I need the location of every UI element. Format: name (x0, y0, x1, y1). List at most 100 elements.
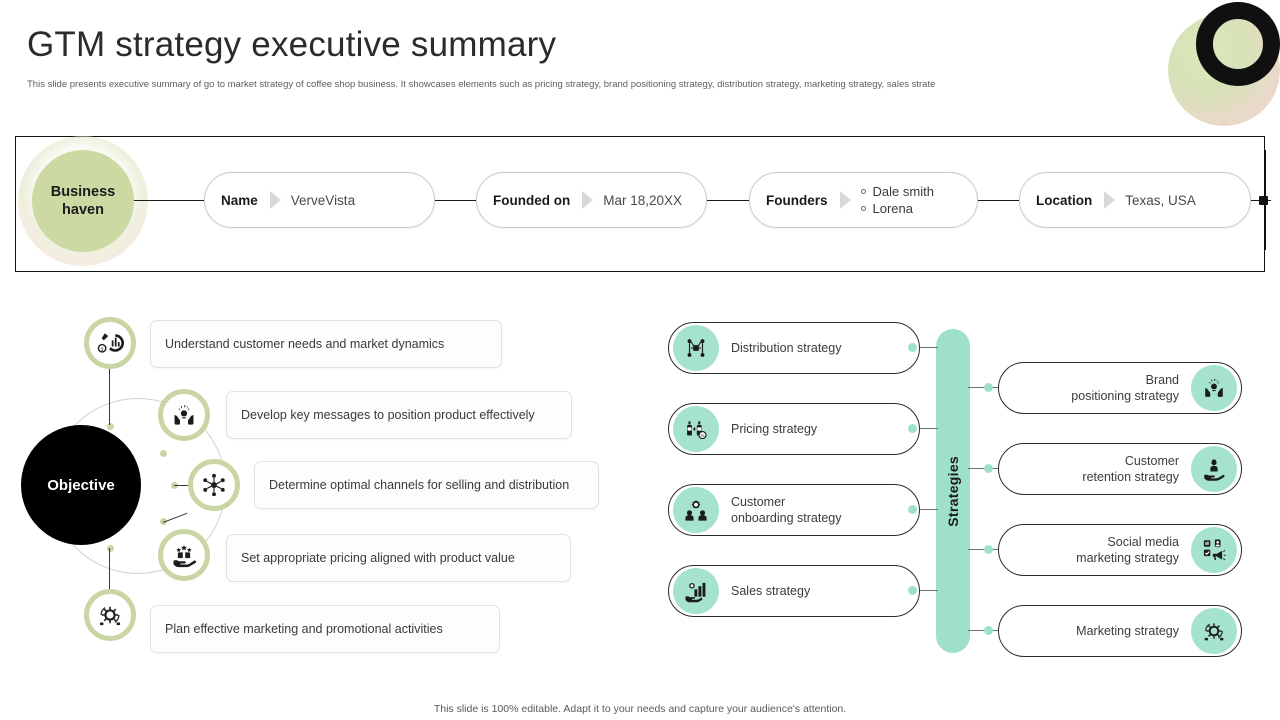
strategy-node (984, 545, 993, 554)
objective-item-3[interactable]: Determine optimal channels for selling a… (254, 461, 599, 509)
strategy-card-line2: marketing strategy (1076, 551, 1179, 565)
strategy-card-line1: Customer (1124, 453, 1179, 468)
strategy-connector-right-3 (968, 549, 998, 551)
strategy-card-customer-retention[interactable]: Customer retention strategy (998, 443, 1242, 495)
objective-item-1[interactable]: Understand customer needs and market dyn… (150, 320, 502, 368)
founder-item: Lorena (860, 201, 934, 216)
field-location-value: Texas, USA (1125, 192, 1196, 208)
band-connector-3 (707, 200, 749, 202)
strategy-card-line2: positioning strategy (1071, 389, 1179, 403)
field-founders-label: Founders (766, 192, 828, 208)
field-founded-on-label: Founded on (493, 192, 571, 208)
social-media-icon (1191, 527, 1237, 573)
strategy-card-text: Pricing strategy (731, 421, 818, 436)
hands-idea-icon (1191, 365, 1237, 411)
objective-arc-dot (160, 450, 167, 457)
band-end-bar (1264, 150, 1266, 250)
strategy-connector-left-1 (920, 347, 938, 349)
objective-badge: Objective (21, 425, 141, 545)
strategies-title: Strategies (945, 455, 961, 527)
objective-connector-1 (109, 355, 111, 425)
objective-item-text: Determine optimal channels for selling a… (269, 478, 570, 492)
strategy-card-text: Marketing strategy (1076, 623, 1179, 638)
objective-title: Objective (47, 476, 115, 494)
strategy-card-text: Customer onboarding strategy (731, 494, 842, 527)
founder-item: Dale smith (860, 184, 934, 199)
strategy-card-marketing[interactable]: Marketing strategy (998, 605, 1242, 657)
objective-item-text: Understand customer needs and market dyn… (165, 337, 445, 351)
field-location-label: Location (1036, 192, 1093, 208)
strategy-card-line1: Brand (1145, 372, 1179, 387)
strategy-card-text: Brand positioning strategy (1071, 372, 1179, 405)
objective-item-4[interactable]: Set appropriate pricing aligned with pro… (226, 534, 571, 582)
objective-arc-dot (107, 545, 114, 552)
chevron-right-icon (839, 191, 851, 209)
strategy-node (984, 464, 993, 473)
sales-growth-icon (673, 568, 719, 614)
objective-connector-5 (109, 548, 111, 610)
strategy-node (908, 343, 917, 352)
strategy-card-sales[interactable]: Sales strategy (668, 565, 920, 617)
page-title: GTM strategy executive summary (27, 25, 557, 64)
chevron-right-icon (269, 191, 281, 209)
network-nodes-icon (188, 459, 240, 511)
strategy-card-text: Customer retention strategy (1082, 453, 1179, 486)
field-founders[interactable]: Founders Dale smith Lorena (749, 172, 978, 228)
gear-marketing-icon (1191, 608, 1237, 654)
founders-list: Dale smith Lorena (860, 184, 934, 216)
band-connector-1 (134, 200, 204, 202)
objective-item-text: Develop key messages to position product… (241, 408, 535, 422)
strategy-node (984, 383, 993, 392)
field-name-label: Name (221, 192, 258, 208)
strategy-card-pricing[interactable]: % Pricing strategy (668, 403, 920, 455)
decorative-black-ring (1196, 2, 1280, 86)
strategy-card-social-media-marketing[interactable]: Social media marketing strategy (998, 524, 1242, 576)
distribution-network-icon (673, 325, 719, 371)
objective-item-2[interactable]: Develop key messages to position product… (226, 391, 572, 439)
strategies-bar: Strategies (936, 329, 970, 653)
strategy-card-brand-positioning[interactable]: Brand positioning strategy (998, 362, 1242, 414)
band-connector-2 (435, 200, 476, 202)
strategy-card-text: Sales strategy (731, 583, 811, 598)
strategy-card-text: Social media marketing strategy (1076, 534, 1179, 567)
price-tag-bottles-icon: % (673, 406, 719, 452)
objective-item-text: Set appropriate pricing aligned with pro… (241, 551, 515, 565)
field-location[interactable]: Location Texas, USA (1019, 172, 1251, 228)
strategy-card-customer-onboarding[interactable]: Customer onboarding strategy (668, 484, 920, 536)
strategy-card-line1: Social media (1107, 534, 1179, 549)
hands-idea-icon (158, 389, 210, 441)
strategy-node (908, 424, 917, 433)
strategy-node (908, 586, 917, 595)
strategy-connector-right-2 (968, 468, 998, 470)
hand-value-stars-icon (158, 529, 210, 581)
band-end-dot (1259, 196, 1268, 205)
strategy-connector-left-3 (920, 509, 938, 511)
field-name-value: VerveVista (290, 192, 356, 208)
customer-retention-icon (1191, 446, 1237, 492)
strategy-node (984, 626, 993, 635)
objective-item-5[interactable]: Plan effective marketing and promotional… (150, 605, 500, 653)
strategy-card-distribution[interactable]: Distribution strategy (668, 322, 920, 374)
strategy-connector-right-4 (968, 630, 998, 632)
strategy-card-text: Distribution strategy (731, 340, 842, 355)
chevron-right-icon (582, 191, 594, 209)
strategy-card-line1: Customer (731, 494, 786, 509)
objective-arc-dot (107, 423, 114, 430)
field-founded-on[interactable]: Founded on Mar 18,20XX (476, 172, 707, 228)
founder-name: Dale smith (872, 184, 934, 199)
business-badge-line1: Business (50, 183, 116, 200)
gear-marketing-icon (84, 589, 136, 641)
svg-text:%: % (701, 433, 705, 438)
strategy-card-line2: retention strategy (1082, 470, 1179, 484)
field-name[interactable]: Name VerveVista (204, 172, 435, 228)
business-badge-line2: haven (62, 202, 104, 218)
business-haven-badge: Business haven (32, 150, 134, 252)
page-subtitle: This slide presents executive summary of… (27, 79, 936, 90)
strategy-card-line2: onboarding strategy (731, 511, 842, 525)
chevron-right-icon (1104, 191, 1116, 209)
objective-item-text: Plan effective marketing and promotional… (165, 622, 443, 636)
market-research-icon: $ (84, 317, 136, 369)
svg-text:$: $ (101, 346, 104, 351)
strategy-node (908, 505, 917, 514)
strategy-connector-right-1 (968, 387, 998, 389)
